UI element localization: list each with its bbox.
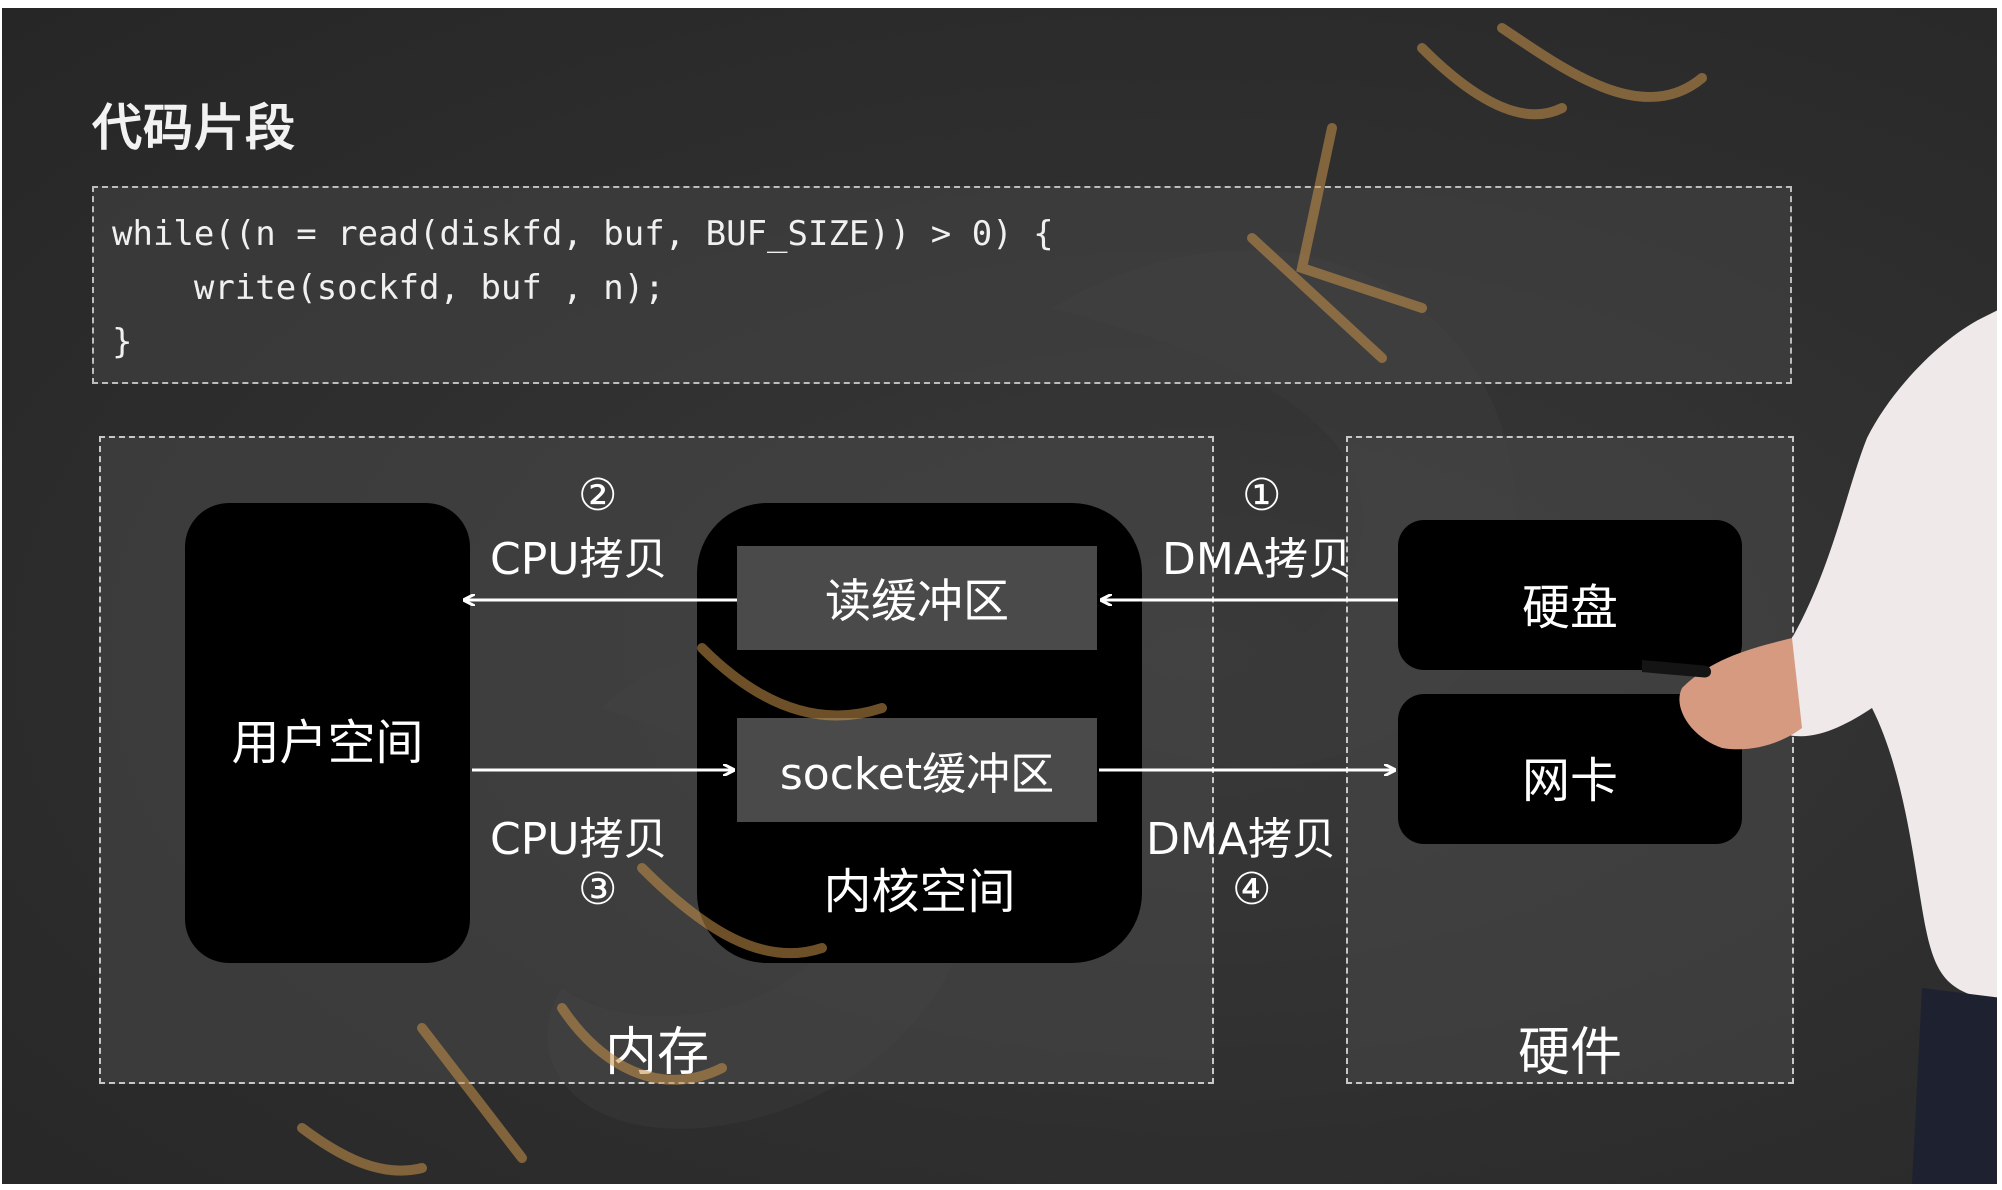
- code-line-2: write(sockfd, buf , n);: [112, 268, 665, 308]
- socket-buffer: socket缓冲区: [737, 718, 1097, 822]
- slide: 代码片段 while((n = read(diskfd, buf, BUF_SI…: [2, 8, 1997, 1184]
- step1-number: ①: [1242, 470, 1282, 521]
- code-snippet-box: while((n = read(diskfd, buf, BUF_SIZE)) …: [92, 186, 1792, 384]
- slide-title: 代码片段: [92, 99, 296, 157]
- step1-label: DMA拷贝: [1162, 534, 1352, 585]
- step4-label: DMA拷贝: [1146, 814, 1336, 865]
- hardware-label: 硬件: [1517, 1023, 1622, 1083]
- read-buffer: 读缓冲区: [737, 546, 1097, 650]
- kernel-space-label: 内核空间: [823, 864, 1016, 920]
- code-line-1: while((n = read(diskfd, buf, BUF_SIZE)) …: [112, 214, 1054, 254]
- copy-arrows: [2, 8, 1398, 1184]
- code-line-3: }: [112, 322, 133, 362]
- user-space-box: [185, 503, 470, 963]
- disk-box: [1398, 520, 1742, 670]
- step4-number: ④: [1232, 864, 1272, 915]
- step3-number: ③: [578, 864, 618, 915]
- presenter-figure: [1642, 310, 1997, 1184]
- watermark-decoration: [297, 23, 1707, 1176]
- step2-number: ②: [578, 470, 618, 521]
- memory-label: 内存: [604, 1023, 709, 1083]
- user-space-label: 用户空间: [231, 715, 424, 771]
- disk-label: 硬盘: [1521, 580, 1618, 636]
- nic-box: [1398, 694, 1742, 844]
- step2-label: CPU拷贝: [490, 534, 668, 585]
- nic-label: 网卡: [1521, 753, 1618, 809]
- step3-label: CPU拷贝: [490, 814, 668, 865]
